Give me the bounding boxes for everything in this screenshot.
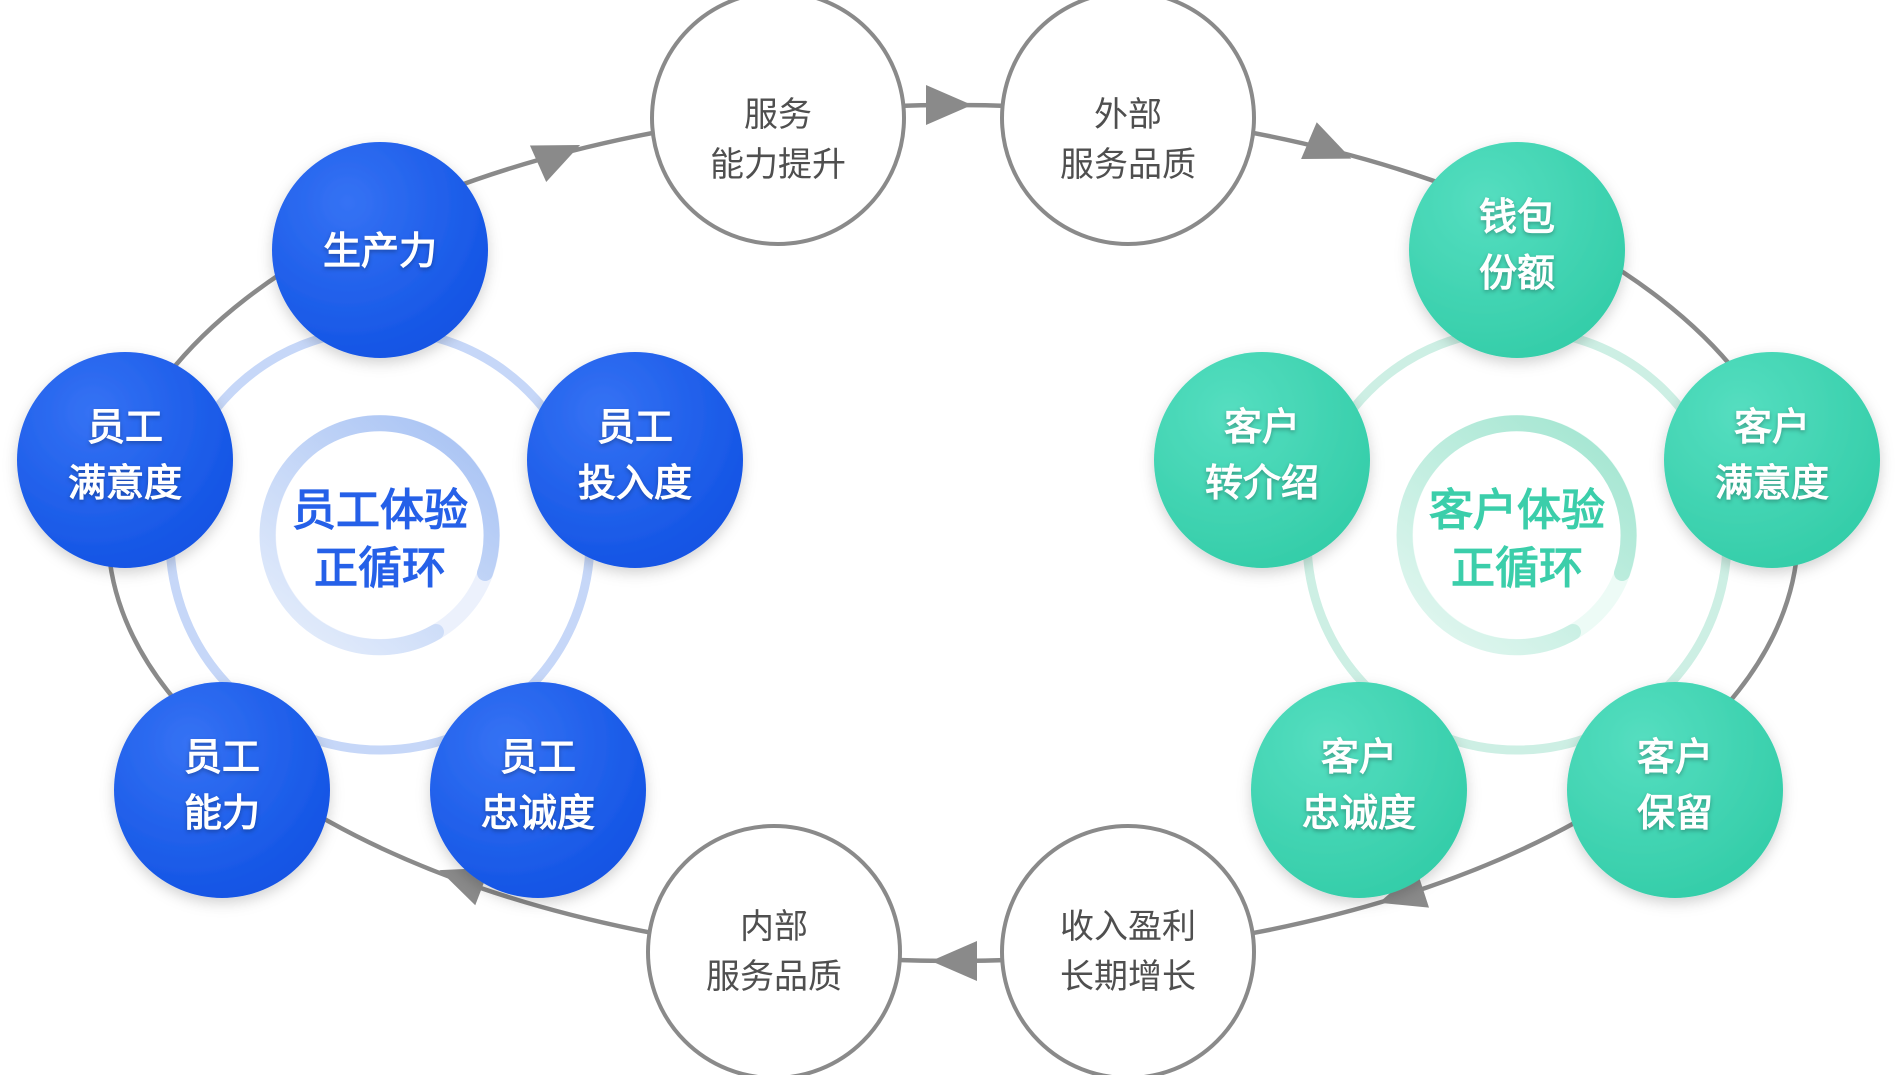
node-customer-loyalty-circle <box>1251 682 1467 898</box>
node-customer-satisfaction-circle <box>1664 352 1880 568</box>
node-service-capability-label-line2: 能力提升 <box>710 146 846 184</box>
node-internal-service-quality-label-line2: 服务品质 <box>706 958 842 996</box>
node-employee-capability-label-line1: 员工 <box>184 737 260 779</box>
node-external-service-quality-circle <box>1000 0 1256 246</box>
node-customer-referral-label-line2: 转介绍 <box>1205 463 1319 505</box>
node-customer-satisfaction-label-line1: 客户 <box>1734 406 1810 449</box>
node-employee-satisfaction: 员工 满意度 <box>17 352 233 568</box>
node-customer-retention-label-line1: 客户 <box>1637 736 1713 779</box>
customer-loop-title: 客户体验 正循环 <box>1429 486 1605 593</box>
node-service-capability-circle <box>650 0 906 246</box>
node-wallet-share-label-line2: 份额 <box>1479 253 1555 295</box>
arrowhead-revenue-growth-to-internal-quality-icon <box>931 941 977 981</box>
customer-spinner-arc-icon <box>1396 415 1637 656</box>
arrowhead-productivity-to-service-capability-icon <box>529 145 581 183</box>
node-service-capability-label-line1: 服务 <box>744 96 812 134</box>
node-employee-loyalty-label-line2: 忠诚度 <box>481 793 595 835</box>
node-customer-loyalty-label-line1: 客户 <box>1321 736 1397 779</box>
node-internal-service-quality-label-line1: 内部 <box>740 908 808 946</box>
node-customer-loyalty: 客户 忠诚度 <box>1251 682 1467 898</box>
customer-loop-title-line2: 正循环 <box>1451 544 1583 593</box>
node-productivity-label: 生产力 <box>323 231 437 273</box>
node-service-capability: 服务 能力提升 <box>650 0 906 246</box>
node-customer-satisfaction: 客户 满意度 <box>1664 352 1880 568</box>
arrowhead-external-quality-to-wallet-share-icon <box>1301 122 1352 160</box>
node-employee-satisfaction-circle <box>17 352 233 568</box>
employee-spinner-arc-icon <box>259 415 500 656</box>
arrowhead-service-capability-to-external-quality-icon <box>926 85 972 125</box>
node-employee-engagement-label-line2: 投入度 <box>578 463 692 505</box>
node-employee-loyalty-circle <box>430 682 646 898</box>
node-external-service-quality-label-line2: 服务品质 <box>1060 146 1196 184</box>
node-customer-referral: 客户 转介绍 <box>1154 352 1370 568</box>
node-employee-engagement: 员工 投入度 <box>527 352 743 568</box>
customer-loop-spinner <box>1396 415 1637 656</box>
node-customer-retention-label-line2: 保留 <box>1637 793 1713 835</box>
node-revenue-growth-label-line1: 收入盈利 <box>1060 908 1196 946</box>
node-external-service-quality-label-line1: 外部 <box>1094 96 1162 134</box>
node-wallet-share-label-line1: 钱包 <box>1479 197 1555 239</box>
node-customer-referral-circle <box>1154 352 1370 568</box>
node-productivity: 生产力 <box>272 142 488 358</box>
node-customer-loyalty-label-line2: 忠诚度 <box>1302 793 1416 835</box>
node-internal-service-quality-circle <box>646 824 902 1075</box>
node-employee-loyalty-label-line1: 员工 <box>500 737 576 779</box>
node-customer-referral-label-line1: 客户 <box>1224 406 1300 449</box>
node-internal-service-quality: 内部 服务品质 <box>646 824 902 1075</box>
node-wallet-share: 钱包 份额 <box>1409 142 1625 358</box>
node-revenue-growth: 收入盈利 长期增长 <box>1000 824 1256 1075</box>
node-employee-engagement-circle <box>527 352 743 568</box>
node-revenue-growth-label-line2: 长期增长 <box>1060 958 1196 996</box>
node-employee-capability-label-line2: 能力 <box>184 793 260 835</box>
node-customer-satisfaction-label-line2: 满意度 <box>1715 463 1829 505</box>
node-wallet-share-circle <box>1409 142 1625 358</box>
node-customer-retention: 客户 保留 <box>1567 682 1783 898</box>
node-revenue-growth-circle <box>1000 824 1256 1075</box>
node-employee-engagement-label-line1: 员工 <box>597 407 673 449</box>
node-external-service-quality: 外部 服务品质 <box>1000 0 1256 246</box>
node-employee-satisfaction-label-line2: 满意度 <box>68 463 182 505</box>
node-customer-retention-circle <box>1567 682 1783 898</box>
customer-loop-title-line1: 客户体验 <box>1429 486 1605 535</box>
employee-loop-title-line1: 员工体验 <box>292 486 468 535</box>
node-productivity-circle <box>272 142 488 358</box>
node-employee-loyalty: 员工 忠诚度 <box>430 682 646 898</box>
node-employee-capability: 员工 能力 <box>114 682 330 898</box>
node-employee-capability-circle <box>114 682 330 898</box>
employee-loop-title-line2: 正循环 <box>314 544 446 593</box>
node-employee-satisfaction-label-line1: 员工 <box>87 407 163 449</box>
employee-loop-spinner <box>259 415 500 656</box>
employee-loop-title: 员工体验 正循环 <box>292 486 468 593</box>
